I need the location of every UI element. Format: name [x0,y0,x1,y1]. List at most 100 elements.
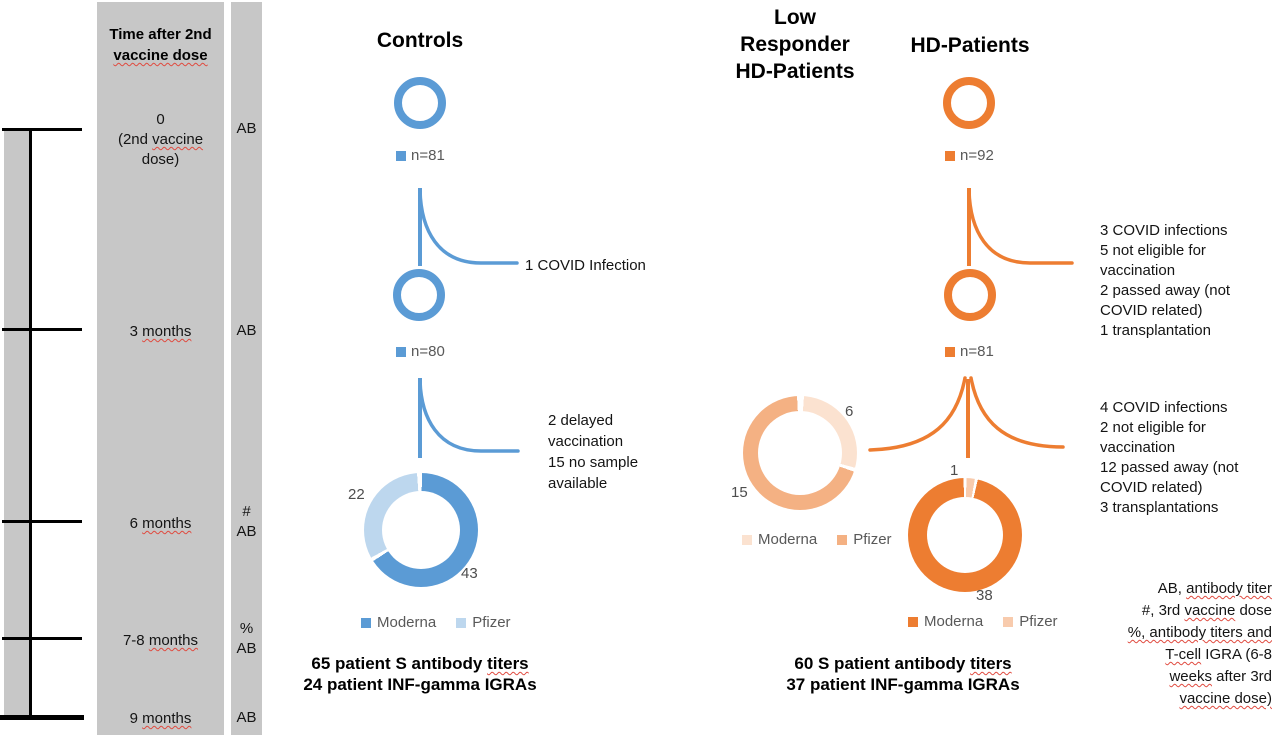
time-label-3m-pre: 3 [129,323,143,340]
annotation-line: vaccination [548,433,624,450]
controls-donut-label-moderna: 43 [461,565,478,582]
hd-summary-line1: 60 S patient antibody titers [763,653,1043,674]
controls-n-baseline-label: n=81 [411,147,445,164]
time-label-7-8m-squiggle: months [148,632,199,649]
hd-annotation-dropout-2: 4 COVID infections 2 not eligible for va… [1100,398,1238,518]
footnote-pre: AB, [1157,580,1187,597]
controls-summary: 65 patient S antibody titers 24 patient … [280,653,560,695]
moderna-orange-square-marker [908,616,918,627]
controls-summary-line2: 24 patient INF-gamma IGRAs [303,675,537,694]
footnote-line: vaccine dose) [1040,688,1272,710]
time-label-0-line1: 0 [156,111,165,128]
hd-summary: 60 S patient antibody titers 37 patient … [763,653,1043,695]
ab-label-6m: # AB [231,502,262,542]
low-responder-title-line2: Responder [740,33,850,56]
timeline-bracket-axis [29,128,32,720]
ab-label-0: AB [236,120,257,137]
hd-dropout-curve-1 [967,188,1074,265]
footnote-line: AB, antibody titer [1040,578,1272,600]
time-label-3m-squiggle: months [142,323,192,340]
low-responder-donut-label-moderna: 6 [845,403,854,420]
annotation-line: 12 passed away (not [1100,459,1239,476]
time-column [97,2,224,735]
ab-column [231,2,262,735]
hd-n-3m: n=81 [945,343,994,360]
controls-summary-line1: 65 patient S antibody titers [280,653,560,674]
controls-n-3m: n=80 [396,343,445,360]
annotation-line: available [548,475,608,492]
footnote-squiggle: %, antibody titers and [1127,624,1272,641]
low-responder-donut-legend: Moderna Pfizer [742,531,892,548]
ab-label-7-8m-pct: % [239,620,254,637]
time-label-7-8m: 7-8 months [97,631,224,651]
annotation-line: 3 transplantations [1100,499,1219,516]
moderna-verylightorange-square-marker [742,534,752,545]
time-label-9m-pre: 9 [129,710,143,727]
time-header-line2: vaccine dose [97,45,224,66]
low-responder-title-line1: Low [774,6,816,29]
low-responder-legend-moderna-label: Moderna [758,531,818,548]
time-header-line2-squiggle: vaccine dose [113,47,208,64]
controls-donut-label-pfizer: 22 [348,486,365,503]
annotation-line: 3 COVID infections [1100,222,1228,239]
timeline-bracket-bar [4,128,30,720]
controls-donut-legend: Moderna Pfizer [361,614,511,631]
controls-vaccine-donut [364,473,478,587]
controls-legend-pfizer-label: Pfizer [472,614,511,631]
hd-n-3m-label: n=81 [960,343,994,360]
ab-label-7-8m: % AB [231,619,262,659]
footnote-squiggle: vaccine dose) [1179,690,1272,707]
ab-label-6m-ab: AB [236,523,257,540]
time-column-header: Time after 2nd vaccine dose [97,24,224,66]
timeline-tick-6m [2,520,82,523]
time-label-9m: 9 months [97,709,224,729]
hd-donut-label-moderna: 38 [976,587,993,604]
low-responder-legend-pfizer-label: Pfizer [853,531,892,548]
hd-summary-line1-pre: 60 S patient antibody [794,654,971,673]
abbreviation-footnote: AB, antibody titer #, 3rd vaccine dose %… [1040,578,1272,710]
low-responder-title-line3: HD-Patients [735,60,855,83]
annotation-line: vaccination [1100,439,1176,456]
pfizer-lightorange-square-marker [1003,616,1014,627]
time-label-0-line2-squiggle: vaccine [152,131,204,148]
ab-label-9m: AB [236,709,257,726]
controls-n-baseline: n=81 [396,147,445,164]
pfizer-mediumorange-square-marker [837,534,848,545]
annotation-line: 2 not eligible for [1100,419,1206,436]
orange-square-marker [945,346,955,357]
hd-legend-pfizer-label: Pfizer [1019,613,1058,630]
blue-square-marker [396,346,406,357]
annotation-line: 5 not eligible for [1100,242,1206,259]
time-header-line1: Time after 2nd [109,26,212,43]
hd-summary-line2: 37 patient INF-gamma IGRAs [786,675,1020,694]
time-label-6m-squiggle: months [142,515,192,532]
moderna-blue-square-marker [361,617,371,628]
footnote-pre: #, 3rd [1141,602,1185,619]
hd-cohort-ring-3m [944,269,996,321]
annotation-line: 2 delayed [548,412,614,429]
footnote-post: IGRA (6-8 [1201,646,1272,663]
hd-merge-curve-left [868,376,967,452]
footnote-squiggle: weeks [1169,668,1212,685]
hd-n-baseline-label: n=92 [960,147,994,164]
controls-cohort-ring-3m [393,269,445,321]
time-label-0-line2-pre: (2nd [117,131,153,148]
footnote-post: dose [1235,602,1272,619]
time-label-6m-pre: 6 [129,515,143,532]
controls-dropout-curve-1 [418,188,519,265]
timeline-tick-9m [0,715,84,720]
hd-vaccine-donut [908,478,1022,592]
hd-cohort-ring-baseline [943,77,995,129]
annotation-line: vaccination [1100,262,1176,279]
time-label-3m: 3 months [97,322,224,342]
ab-label-7-8m-ab: AB [236,640,257,657]
timeline-tick-7-8m [2,637,82,640]
controls-title: Controls [376,29,464,52]
hd-donut-label-pfizer: 1 [950,462,959,479]
timeline-tick-0 [2,128,82,131]
time-label-6m: 6 months [97,514,224,534]
annotation-line: 4 COVID infections [1100,399,1228,416]
low-responder-title: Low Responder HD-Patients [710,4,880,85]
annotation-line: 1 transplantation [1100,322,1211,339]
hd-legend-moderna-label: Moderna [924,613,984,630]
